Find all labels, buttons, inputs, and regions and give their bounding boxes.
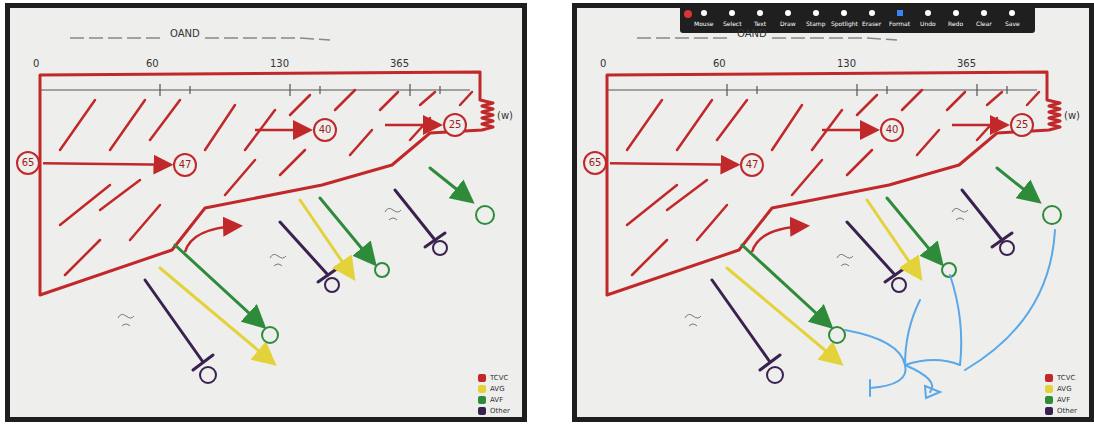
legend-swatch <box>1045 385 1053 393</box>
scale-number: 365 <box>390 59 409 69</box>
toolbar-label: Spotlight <box>831 21 858 27</box>
number-circle: 65 <box>583 151 607 175</box>
circle-number: 47 <box>746 160 759 170</box>
legend-swatch <box>478 407 486 415</box>
number-circle: 40 <box>313 118 337 142</box>
legend-text: TCVC <box>490 375 508 382</box>
toolbar-label: Draw <box>780 21 796 27</box>
toolbar-label: Select <box>723 21 742 27</box>
toolbar-label: Format <box>889 21 910 27</box>
board-note: (w) <box>497 111 513 121</box>
circle-number: 25 <box>1016 120 1029 130</box>
scale-number: 60 <box>713 59 726 69</box>
number-circle: 65 <box>16 151 40 175</box>
legend-swatch <box>478 385 486 393</box>
board-note: (w) <box>1064 111 1080 121</box>
scale-number: 365 <box>957 59 976 69</box>
toolbar-label: Eraser <box>862 21 881 27</box>
legend-swatch <box>1045 374 1053 382</box>
number-circle: 40 <box>880 118 904 142</box>
legend-text: AVG <box>1057 386 1072 393</box>
legend-text: AVF <box>1057 397 1070 404</box>
toolbar-label: Save <box>1005 21 1020 27</box>
board-note: OAND <box>170 29 200 39</box>
toolbar-label: Stamp <box>806 21 826 27</box>
scale-number: 130 <box>270 59 289 69</box>
circle-number: 25 <box>449 120 462 130</box>
toolbar-label: Undo <box>920 21 936 27</box>
toolbar-label: Text <box>754 21 766 27</box>
circle-number: 65 <box>22 158 35 168</box>
legend-swatch <box>478 396 486 404</box>
legend-swatch <box>1045 407 1053 415</box>
number-circle: 47 <box>740 153 764 177</box>
scale-number: 0 <box>33 59 39 69</box>
number-circle: 47 <box>173 153 197 177</box>
board-note: OAND <box>737 29 767 39</box>
number-circle: 25 <box>443 113 467 137</box>
circle-number: 47 <box>179 160 192 170</box>
legend-text: Other <box>1057 408 1077 415</box>
legend-text: Other <box>490 408 510 415</box>
number-circle: 25 <box>1010 113 1034 137</box>
circle-number: 65 <box>589 158 602 168</box>
flow-arrow <box>610 163 738 165</box>
legend-text: TCVC <box>1057 375 1075 382</box>
toolbar-label: Clear <box>976 21 992 27</box>
scale-number: 0 <box>600 59 606 69</box>
circle-number: 40 <box>886 125 899 135</box>
scale-number: 130 <box>837 59 856 69</box>
toolbar-label: Mouse <box>694 21 713 27</box>
legend-text: AVF <box>490 397 503 404</box>
flow-arrow <box>43 163 171 165</box>
toolbar-label: Redo <box>948 21 963 27</box>
legend-swatch <box>478 374 486 382</box>
legend-text: AVG <box>490 386 505 393</box>
circle-number: 40 <box>319 125 332 135</box>
scale-number: 60 <box>146 59 159 69</box>
legend-swatch <box>1045 396 1053 404</box>
